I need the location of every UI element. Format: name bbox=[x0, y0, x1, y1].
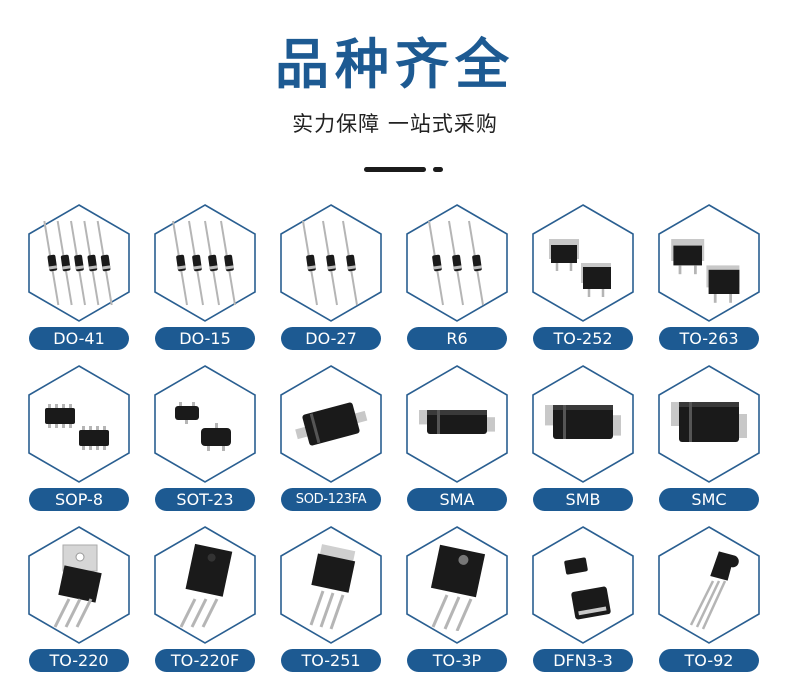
package-card: SOD-123FA bbox=[279, 364, 383, 518]
package-label: TO-92 bbox=[659, 649, 759, 672]
divider-bar bbox=[364, 167, 426, 172]
package-card: TO-263 bbox=[657, 203, 761, 357]
package-label: TO-3P bbox=[407, 649, 507, 672]
package-label: SMB bbox=[533, 488, 633, 511]
divider-dot bbox=[433, 167, 443, 172]
sop8-chip-icon bbox=[45, 404, 109, 450]
package-card: DO-27 bbox=[279, 203, 383, 357]
package-card: R6 bbox=[405, 203, 509, 357]
dfn-chip-icon bbox=[564, 557, 611, 620]
hexagon-frame bbox=[154, 365, 256, 483]
package-label: DO-15 bbox=[155, 327, 255, 350]
package-card: TO-220 bbox=[27, 525, 131, 679]
to220-icon bbox=[53, 544, 102, 628]
package-label: SOT-23 bbox=[155, 488, 255, 511]
to92-icon bbox=[689, 551, 739, 630]
package-label: R6 bbox=[407, 327, 507, 350]
package-label: SMA bbox=[407, 488, 507, 511]
package-label: TO-220F bbox=[155, 649, 255, 672]
package-label: SOD-123FA bbox=[281, 488, 381, 511]
to251-icon bbox=[309, 544, 356, 630]
axial-diode-3-icon bbox=[302, 220, 358, 306]
package-card: TO-252 bbox=[531, 203, 635, 357]
page-subtitle: 实力保障 一站式采购 bbox=[292, 112, 498, 136]
package-card: TO-251 bbox=[279, 525, 383, 679]
package-label: SOP-8 bbox=[29, 488, 129, 511]
package-label: TO-251 bbox=[281, 649, 381, 672]
package-label: TO-252 bbox=[533, 327, 633, 350]
package-card: DO-15 bbox=[153, 203, 257, 357]
package-label: TO-263 bbox=[659, 327, 759, 350]
package-label: DFN3-3 bbox=[533, 649, 633, 672]
to220f-icon bbox=[179, 543, 233, 628]
axial-diode-3-icon bbox=[428, 220, 484, 306]
package-card: SOT-23 bbox=[153, 364, 257, 518]
axial-diode-4-icon bbox=[172, 220, 236, 306]
dpak-icon bbox=[549, 239, 611, 297]
package-card: SOP-8 bbox=[27, 364, 131, 518]
package-card: SMB bbox=[531, 364, 635, 518]
package-label: DO-27 bbox=[281, 327, 381, 350]
package-label: DO-41 bbox=[29, 327, 129, 350]
package-label: TO-220 bbox=[29, 649, 129, 672]
page-title: 品种齐全 bbox=[275, 33, 515, 96]
d2pak-icon bbox=[671, 239, 740, 303]
package-card: SMC bbox=[657, 364, 761, 518]
sot23-chip-icon bbox=[175, 402, 231, 451]
smc-chip-icon bbox=[671, 402, 747, 442]
package-label: SMC bbox=[659, 488, 759, 511]
hexagon-frame bbox=[154, 204, 256, 322]
sma-chip-icon bbox=[419, 410, 495, 434]
sod-flat-icon bbox=[295, 402, 368, 446]
package-card: TO-220F bbox=[153, 525, 257, 679]
package-card: TO-92 bbox=[657, 525, 761, 679]
package-card: TO-3P bbox=[405, 525, 509, 679]
smb-chip-icon bbox=[545, 405, 621, 439]
axial-diode-5-icon bbox=[43, 220, 113, 306]
package-card: SMA bbox=[405, 364, 509, 518]
package-card: DFN3-3 bbox=[531, 525, 635, 679]
hexagon-frame bbox=[28, 365, 130, 483]
to3p-icon bbox=[430, 544, 486, 631]
package-card: DO-41 bbox=[27, 203, 131, 357]
